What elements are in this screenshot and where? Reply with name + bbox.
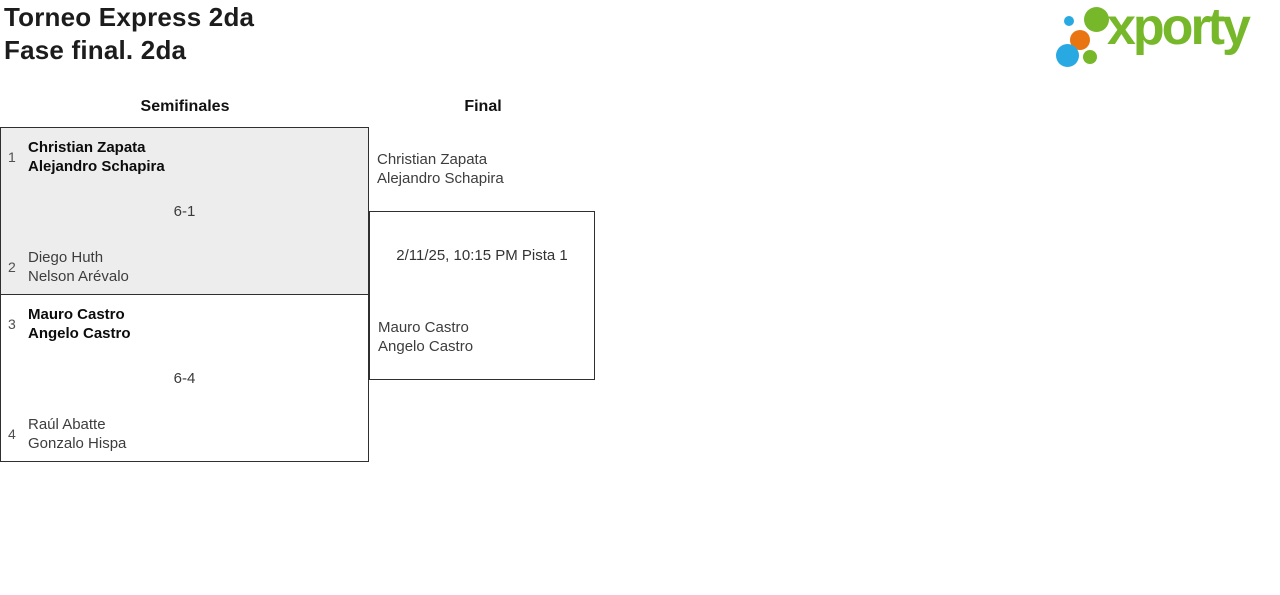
match-team: 2 Diego Huth Nelson Arévalo [8,248,361,286]
round-header-final: Final [464,98,502,115]
player-name: Gonzalo Hispa [28,435,127,452]
match-team: 1 Christian Zapata Alejandro Schapira [8,138,361,176]
logo-dot-blue-small-icon [1064,16,1074,26]
logo-dot-green-small-icon [1083,50,1097,64]
match-team: 3 Mauro Castro Angelo Castro [8,305,361,343]
player-name: Mauro Castro [378,319,469,336]
seed-number: 2 [8,259,16,275]
player-name: Nelson Arévalo [28,268,129,285]
match-team: 4 Raúl Abatte Gonzalo Hispa [8,415,361,453]
semifinal-match-1[interactable]: 1 Christian Zapata Alejandro Schapira 6-… [0,127,369,295]
player-name: Diego Huth [28,249,104,266]
tournament-name: Torneo Express 2da [4,2,255,32]
xporty-logo[interactable]: xporty [1056,0,1280,72]
seed-number: 3 [8,316,16,332]
match-schedule: 2/11/25, 10:15 PM Pista 1 [396,247,568,264]
page-title: Torneo Express 2da Fase final. 2da [4,1,254,67]
round-header-semifinals: Semifinales [140,98,230,115]
match-score: 6-1 [173,203,196,220]
player-name: Alejandro Schapira [28,158,165,175]
logo-dot-orange-icon [1070,30,1090,50]
player-name: Christian Zapata [28,139,146,156]
team-players: Christian Zapata Alejandro Schapira [28,138,165,176]
semifinal-match-2[interactable]: 3 Mauro Castro Angelo Castro 6-4 4 Raúl … [0,294,369,462]
logo-dot-blue-large-icon [1056,44,1079,67]
xporty-logo-text: xporty [1107,0,1251,56]
final-team-1: Christian Zapata Alejandro Schapira [377,150,504,188]
player-name: Alejandro Schapira [377,170,504,187]
player-name: Mauro Castro [28,306,125,323]
player-name: Raúl Abatte [28,416,106,433]
player-name: Angelo Castro [28,325,131,342]
final-match[interactable]: 2/11/25, 10:15 PM Pista 1 Mauro Castro A… [369,211,595,380]
final-team-2: Mauro Castro Angelo Castro [378,318,473,356]
player-name: Angelo Castro [378,338,474,355]
seed-number: 1 [8,149,16,165]
logo-dot-green-large-icon [1084,7,1109,32]
team-players: Diego Huth Nelson Arévalo [28,248,129,286]
team-players: Raúl Abatte Gonzalo Hispa [28,415,126,453]
match-score: 6-4 [173,370,196,387]
phase-name: Fase final. 2da [4,35,187,65]
player-name: Christian Zapata [377,151,488,168]
team-players: Mauro Castro Angelo Castro [28,305,131,343]
seed-number: 4 [8,426,16,442]
